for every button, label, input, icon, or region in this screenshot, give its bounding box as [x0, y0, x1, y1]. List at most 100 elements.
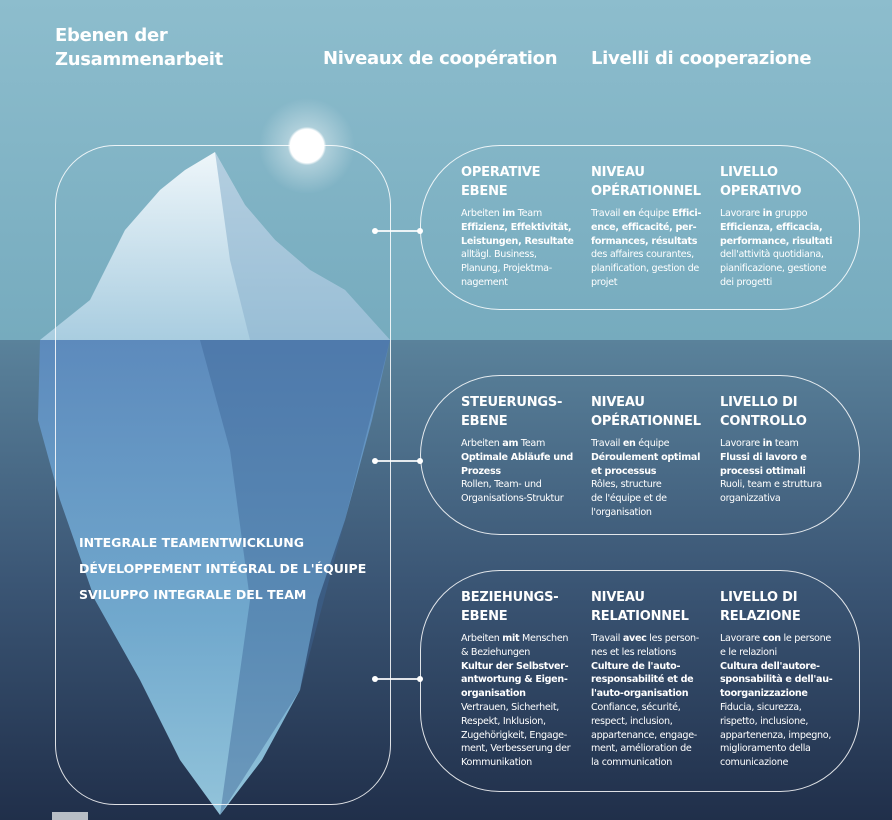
level-title-line: NIVEAU [591, 590, 645, 605]
emphasis-text: processi ottimali [720, 465, 806, 477]
description-line: appartenenza, impegno, [720, 729, 844, 743]
emphasis-text: organisation [461, 688, 526, 700]
text: équipe [635, 438, 670, 449]
description-line: la communication [591, 756, 715, 770]
description-line: Cultura dell'autore- [720, 660, 844, 674]
level-title: NIVEAU OPÉRATIONNEL [591, 163, 715, 201]
text: des affaires courantes, [591, 249, 694, 261]
text: Confiance, sécurité, [591, 701, 681, 713]
description-line: Ruoli, team e struttura [720, 478, 844, 492]
header-italian: Livelli di cooperazione [591, 48, 812, 69]
emphasis-text: con [762, 633, 782, 644]
iceberg-top-shade [215, 152, 390, 340]
emphasis-text: Effici- [672, 208, 702, 219]
text: Menschen [519, 633, 569, 644]
description-line: Confiance, sécurité, [591, 701, 715, 715]
description-line: l'organisation [591, 506, 715, 520]
description-line: comunicazione [720, 756, 844, 770]
level-title: BEZIEHUNGS-EBENE [461, 588, 585, 626]
operative-level-fr: NIVEAU OPÉRATIONNEL Travail en équipe Effi… [591, 163, 715, 290]
description-line: sponsabilità e dell'au- [720, 673, 844, 687]
text: nes et les relations [591, 646, 676, 658]
emphasis-text: responsabilité et de [591, 674, 694, 686]
connector-dot [417, 228, 423, 234]
emphasis-text: en [622, 208, 636, 219]
description-line: appartenance, engage- [591, 729, 715, 743]
level-title-line: NIVEAU [591, 395, 645, 410]
description-line: responsabilité et de [591, 673, 715, 687]
text: rispetto, inclusione, [720, 715, 809, 727]
level-title-line: LIVELLO DI [720, 395, 798, 410]
connector-line [375, 460, 420, 462]
description-line: Zugehörigkeit, Engage- [461, 729, 585, 743]
description-line: Effizienz, Effektivität, [461, 221, 585, 235]
text: gruppo [772, 208, 808, 219]
text: Fiducia, sicurezza, [720, 701, 802, 713]
emphasis-text: mit [502, 633, 520, 644]
connector-dot [372, 228, 378, 234]
text: organizzativa [720, 493, 781, 505]
description-line: Arbeiten mit Menschen [461, 632, 585, 646]
text: Zugehörigkeit, Engage- [461, 729, 567, 741]
emphasis-text: Déroulement optimal [591, 451, 701, 463]
emphasis-text: et processus [591, 465, 657, 477]
description-line: Travail avec les person- [591, 632, 715, 646]
emphasis-text: am [502, 438, 519, 449]
description-line: Lavorare in team [720, 437, 844, 451]
emphasis-text: ence, efficacité, per- [591, 221, 697, 233]
level-title-line: EBENE [461, 414, 508, 429]
iceberg-frame [55, 145, 391, 805]
text: Team [518, 438, 546, 449]
description-line: ment, amélioration de [591, 742, 715, 756]
description-line: et processus [591, 465, 715, 479]
text: Team [514, 208, 542, 219]
text: dei progetti [720, 276, 772, 288]
description-line: processi ottimali [720, 465, 844, 479]
text: Lavorare [720, 208, 763, 219]
connector-dot [372, 458, 378, 464]
description-line: Leistungen, Resultate [461, 235, 585, 249]
text: appartenenza, impegno, [720, 729, 832, 741]
level-title-line: NIVEAU [591, 165, 645, 180]
emphasis-text: en [622, 438, 636, 449]
description-line: formances, résultats [591, 235, 715, 249]
description-line: Travail en équipe Effici- [591, 207, 715, 221]
description-line: nes et les relations [591, 646, 715, 660]
description-line: e le relazioni [720, 646, 844, 660]
level-title-line: BEZIEHUNGS- [461, 590, 559, 605]
description-line: Vertrauen, Sicherheit, [461, 701, 585, 715]
description-line: antwortung & Eigen- [461, 673, 585, 687]
emphasis-text: Cultura dell'autore- [720, 660, 820, 672]
iceberg-shadow [200, 340, 390, 815]
description-line: Rollen, Team- und [461, 478, 585, 492]
text: nagement [461, 276, 508, 288]
description-line: dei progetti [720, 276, 844, 290]
text: dell'attività quotidiana, [720, 249, 824, 261]
text: Travail [591, 208, 623, 219]
emphasis-text: antwortung & Eigen- [461, 674, 568, 686]
description-line: rispetto, inclusione, [720, 715, 844, 729]
text: team [772, 438, 799, 449]
connector-line [375, 230, 420, 232]
description-line: performance, risultati [720, 235, 844, 249]
description-line: Déroulement optimal [591, 451, 715, 465]
description-line: Efficienza, efficacia, [720, 221, 844, 235]
description-line: Optimale Abläufe und [461, 451, 585, 465]
text: ment, amélioration de [591, 743, 692, 755]
description-line: miglioramento della [720, 742, 844, 756]
description-line: Arbeiten am Team [461, 437, 585, 451]
text: Organisations-Struktur [461, 493, 564, 505]
integral-de: INTEGRALE TEAMENTWICKLUNG [79, 535, 304, 550]
level-title-line: OPERATIVE [461, 165, 541, 180]
text: pianificazione, gestione [720, 263, 827, 275]
level-title-line: OPÉRATIONNEL [591, 184, 701, 199]
description-line: Kommunikation [461, 756, 585, 770]
description-line: dell'attività quotidiana, [720, 248, 844, 262]
